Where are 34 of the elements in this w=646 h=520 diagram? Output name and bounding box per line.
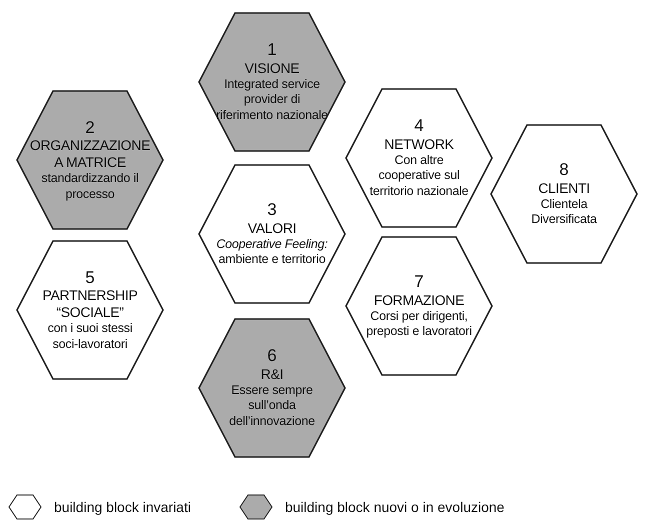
hexagon-block — [345, 236, 493, 376]
block-number: 4 — [414, 116, 424, 136]
block-title: PARTNERSHIP “SOCIALE” — [42, 287, 138, 321]
block-description: Con altre cooperative sul territorio nazionale — [368, 152, 470, 200]
block-number: 1 — [267, 40, 277, 60]
hexagon-block — [198, 318, 346, 458]
block-description: Integrated service provider di riferimento nazionale — [216, 76, 328, 124]
block-description: Corsi per dirigenti, preposti e lavoratori — [365, 308, 473, 340]
hexagon-block — [198, 164, 346, 304]
block-number: 7 — [414, 272, 424, 292]
block-description: Cooperative Feeling: ambiente e territorio — [216, 236, 328, 268]
legend-label: building block nuovi o in evoluzione — [284, 499, 504, 515]
legend-label: building block invariati — [54, 499, 191, 515]
hexagon-block — [16, 240, 164, 380]
block-number: 3 — [267, 200, 277, 220]
block-title: CLIENTI — [538, 180, 590, 197]
hexagon-block — [16, 90, 164, 230]
block-number: 2 — [85, 118, 95, 138]
block-title: R&I — [260, 366, 284, 383]
hexagon-block — [345, 88, 493, 228]
block-title: NETWORK — [384, 136, 454, 153]
block-description: standardizzando il processo — [40, 170, 140, 202]
hexagon-block — [198, 12, 346, 152]
block-description: Essere sempre sull’onda dell’innovazione — [228, 382, 316, 430]
block-number: 8 — [559, 160, 569, 180]
hexagon-block — [490, 124, 638, 264]
block-number: 5 — [85, 268, 95, 288]
block-title: VISIONE — [244, 60, 300, 77]
block-title: VALORI — [248, 220, 296, 237]
block-number: 6 — [267, 346, 277, 366]
block-description: con i suoi stessi soci-lavoratori — [46, 320, 134, 352]
block-description: Clientela Diversificata — [530, 196, 598, 228]
block-title: ORGANIZZAZIONE A MATRICE — [29, 137, 151, 171]
block-title: FORMAZIONE — [374, 292, 464, 309]
